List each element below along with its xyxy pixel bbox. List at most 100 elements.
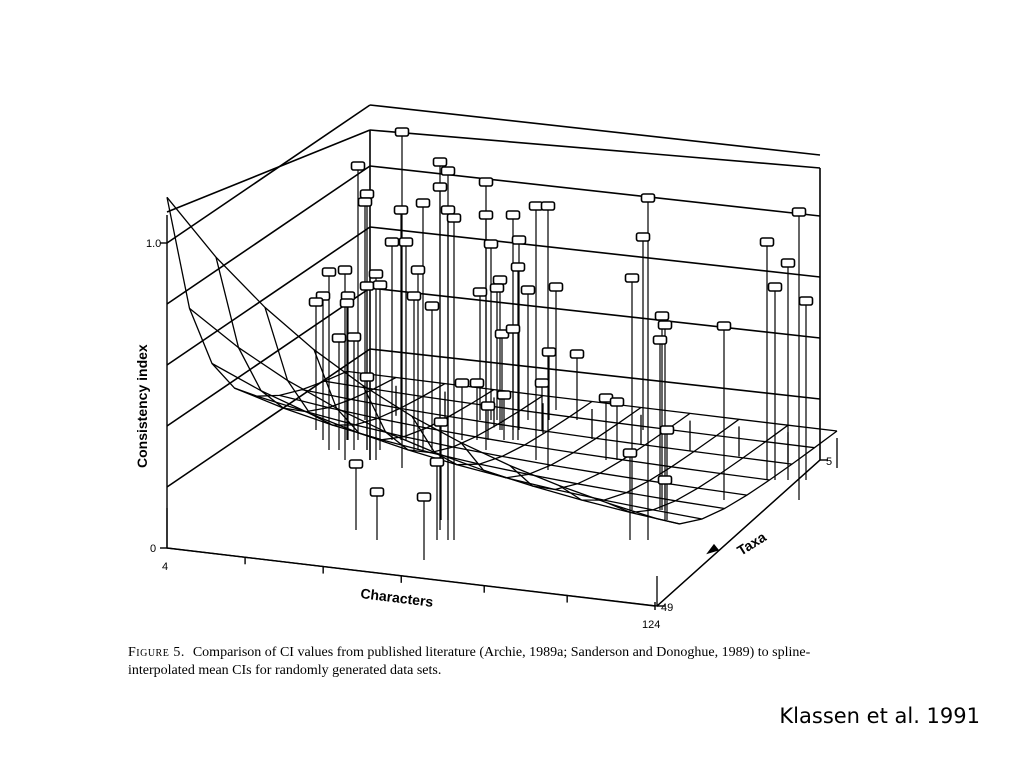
data-pin — [534, 378, 550, 430]
pin-marker — [780, 258, 796, 268]
data-pin — [483, 239, 499, 420]
pin-marker — [478, 210, 494, 220]
data-pin — [540, 201, 556, 470]
surface-line-chars — [460, 406, 642, 479]
pin-marker — [410, 265, 426, 275]
data-pin — [609, 397, 625, 460]
pin-marker — [767, 282, 783, 292]
wall-gridline-back — [369, 348, 821, 400]
data-pin — [472, 287, 488, 420]
z-tick-min: 5 — [826, 456, 832, 468]
pin-marker — [369, 487, 385, 497]
data-pin — [398, 237, 414, 440]
data-pin — [432, 182, 448, 430]
pin-marker — [440, 205, 456, 215]
pin-marker — [432, 157, 448, 167]
data-pin — [415, 198, 431, 450]
data-pin — [569, 349, 585, 420]
data-pin — [394, 127, 410, 468]
data-pin — [321, 267, 337, 450]
pin-marker — [331, 333, 347, 343]
data-pin — [339, 298, 355, 440]
wall-gridline-back — [369, 104, 821, 156]
data-pin — [657, 475, 673, 520]
data-pin — [541, 347, 557, 420]
data-pin — [406, 291, 422, 450]
pin-marker — [569, 349, 585, 359]
data-pin — [331, 333, 347, 450]
citation: Klassen et al. 1991 — [779, 704, 980, 728]
base-front-edge — [166, 459, 821, 607]
pin-marker — [505, 210, 521, 220]
pin-marker — [659, 425, 675, 435]
pin-marker — [534, 378, 550, 388]
z-tick-max: 49 — [661, 602, 673, 614]
data-pin — [384, 237, 400, 440]
pin-marker — [357, 197, 373, 207]
y-tick-min: 0 — [150, 543, 156, 555]
data-pin — [433, 417, 449, 520]
data-pin — [767, 282, 783, 480]
pin-marker — [350, 161, 366, 171]
pin-marker — [398, 237, 414, 247]
pin-marker — [472, 287, 488, 297]
caption-label: Figure 5. — [128, 645, 185, 660]
wall-gridline-left — [166, 226, 371, 366]
wall-gridline-left — [166, 165, 371, 305]
pin-marker — [635, 232, 651, 242]
pin-marker — [415, 198, 431, 208]
pin-marker — [429, 457, 445, 467]
data-pin — [454, 378, 470, 440]
pin-marker — [480, 401, 496, 411]
pin-marker — [716, 321, 732, 331]
pin-marker — [339, 298, 355, 308]
pin-marker — [359, 281, 375, 291]
surface-line-chars — [166, 197, 348, 397]
data-pin — [635, 232, 651, 430]
surface-line-chars — [607, 424, 789, 514]
x-axis-title: Characters — [360, 585, 435, 610]
data-pin — [346, 332, 362, 450]
x-tick-min: 4 — [162, 561, 168, 573]
data-pin — [410, 265, 426, 450]
data-pin — [350, 161, 366, 440]
pin-marker — [394, 127, 410, 137]
pin-marker — [346, 332, 362, 342]
pin-marker — [359, 372, 375, 382]
surface-line-chars — [313, 349, 495, 441]
axes — [160, 215, 828, 610]
data-pin — [440, 205, 456, 520]
pin-marker — [368, 269, 384, 279]
data-pin — [640, 193, 656, 540]
data-pin — [494, 329, 510, 430]
surface-line-chars — [411, 400, 593, 466]
y-axis-title: Consistency index — [134, 344, 150, 468]
pin-marker — [520, 285, 536, 295]
x-axis-line — [166, 547, 656, 607]
pin-marker — [622, 448, 638, 458]
data-pin — [791, 207, 807, 500]
pin-marker — [652, 335, 668, 345]
pin-marker — [541, 347, 557, 357]
data-pin — [348, 459, 364, 530]
data-pin — [416, 492, 432, 560]
data-pin — [429, 457, 445, 540]
pin-marker — [492, 275, 508, 285]
surface-line-chars — [264, 307, 446, 426]
pin-marker — [759, 237, 775, 247]
wall-top-left-edge — [166, 129, 371, 213]
data-pin — [369, 487, 385, 540]
wall-gridline-left — [166, 104, 371, 244]
pin-marker — [540, 201, 556, 211]
pin-marker — [372, 280, 388, 290]
data-pin — [424, 301, 440, 450]
data-pin — [511, 235, 527, 430]
data-pin — [798, 296, 814, 480]
pin-marker — [798, 296, 814, 306]
pin-marker — [440, 166, 456, 176]
pin-marker — [548, 282, 564, 292]
pin-marker — [640, 193, 656, 203]
pin-marker — [489, 283, 505, 293]
data-pin — [372, 280, 388, 450]
